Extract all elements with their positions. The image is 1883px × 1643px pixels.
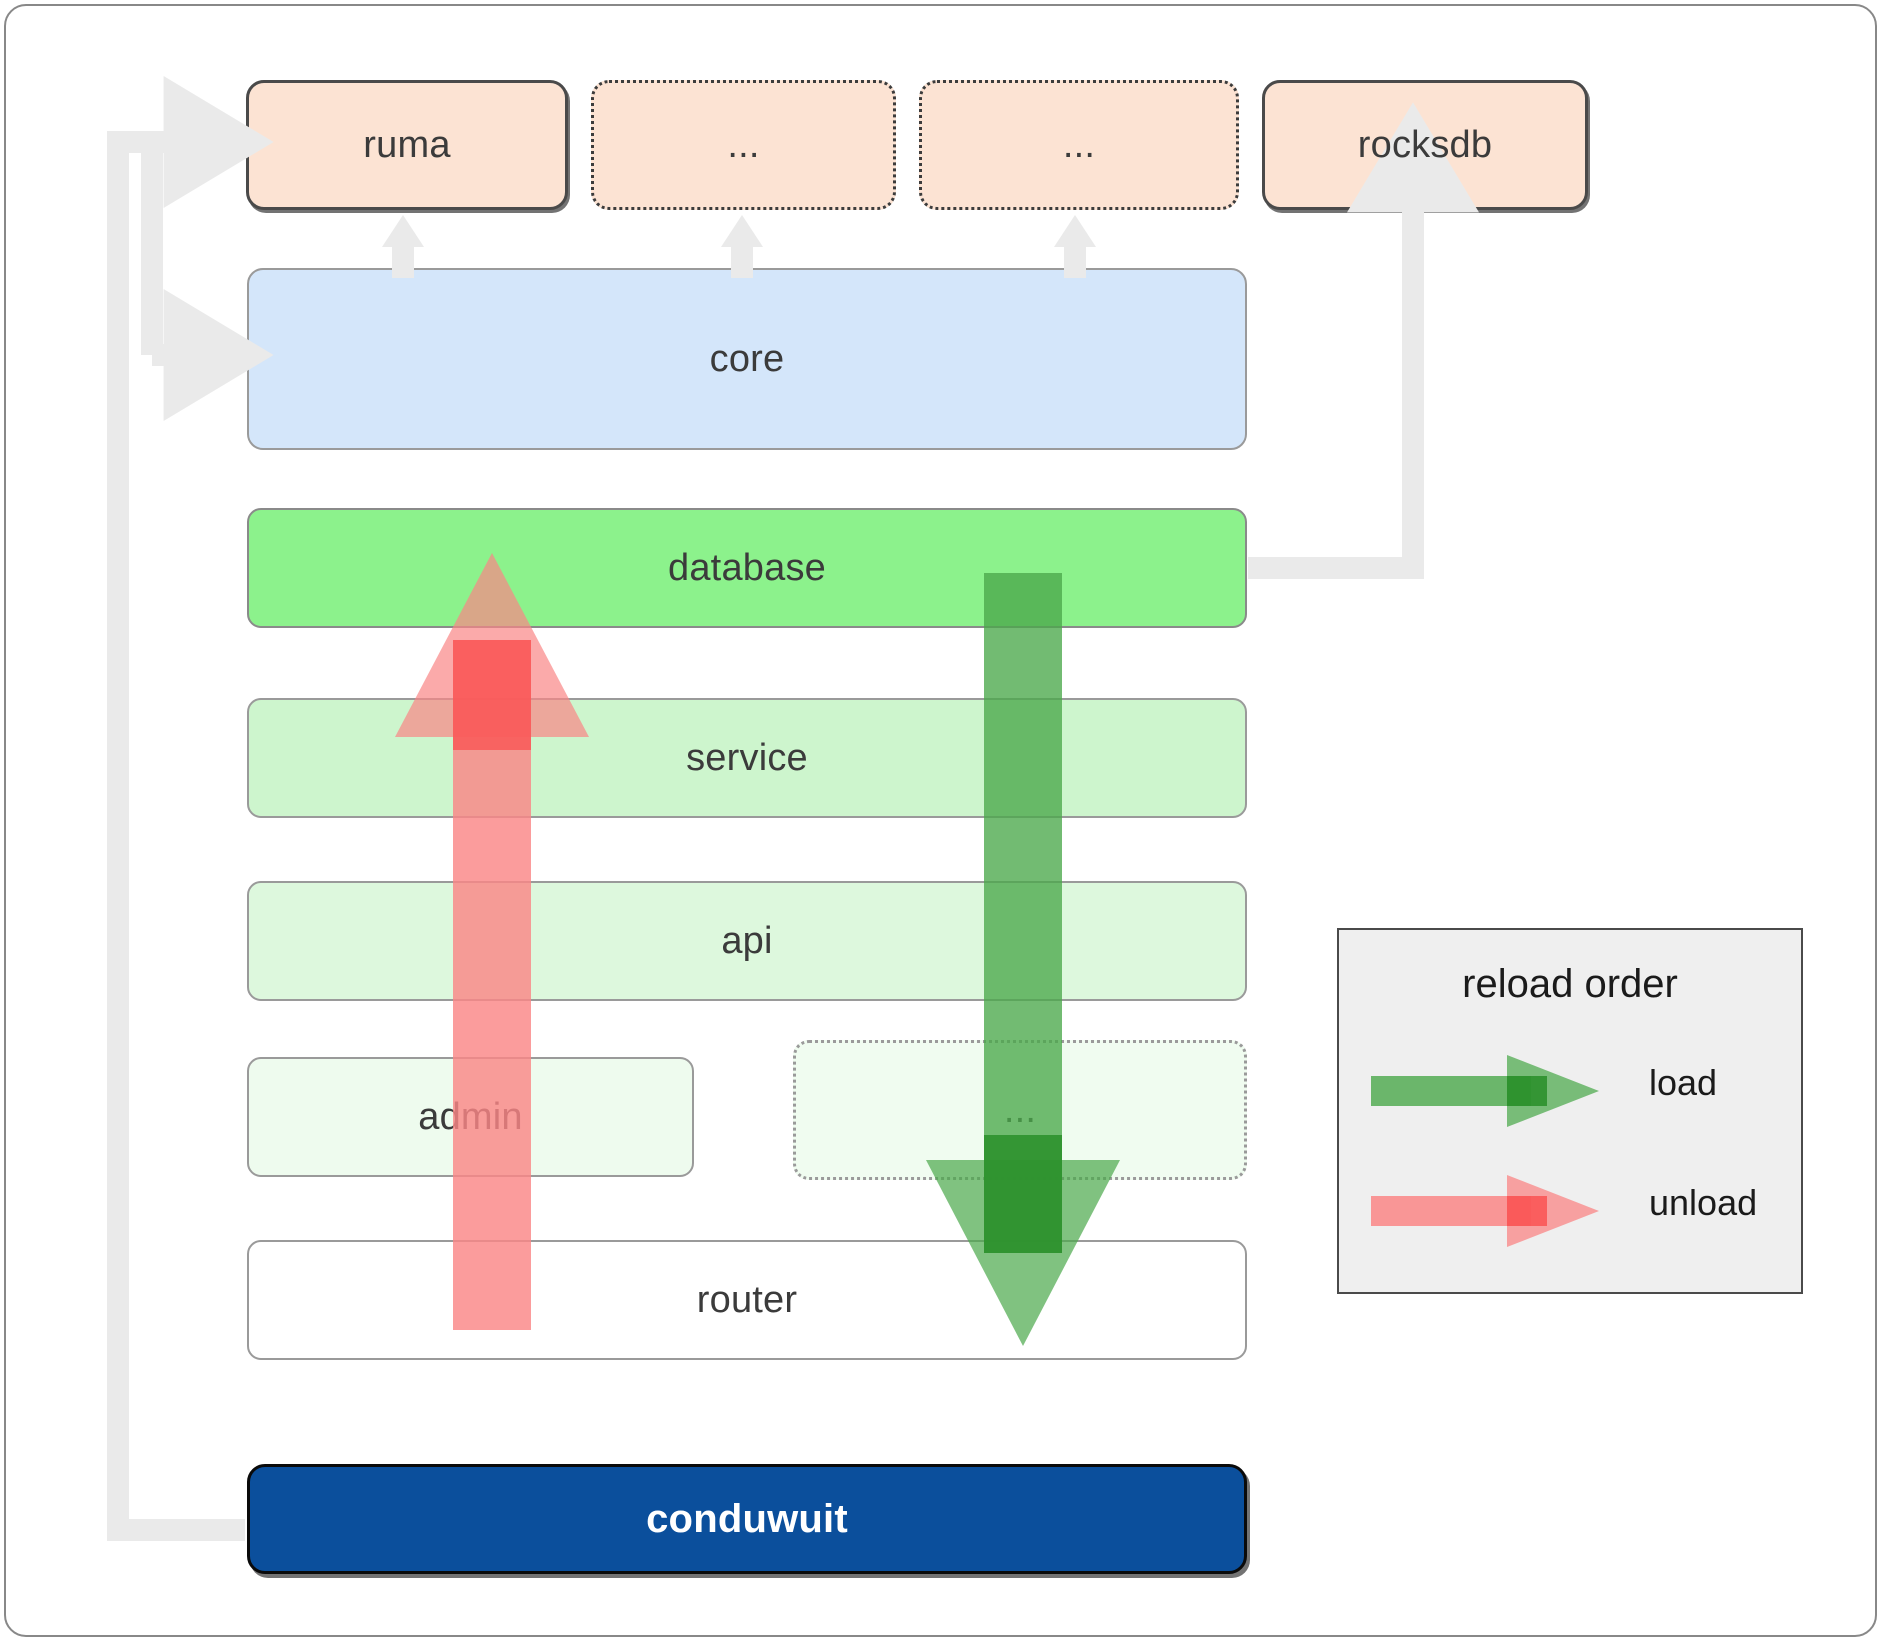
layer-box-database[interactable]: database bbox=[247, 508, 1247, 628]
layer-label-core: core bbox=[709, 337, 785, 380]
legend-unload-arrow-icon bbox=[1371, 1175, 1599, 1247]
binary-label-conduwuit: conduwuit bbox=[646, 1496, 848, 1541]
layer-label-api: api bbox=[721, 919, 773, 962]
layer-box-admin[interactable]: admin bbox=[247, 1057, 694, 1177]
layer-label-more: ... bbox=[1003, 1088, 1037, 1131]
layer-label-router: router bbox=[696, 1278, 798, 1321]
layer-label-service: service bbox=[686, 736, 808, 779]
legend-row-load: load bbox=[1339, 1042, 1801, 1138]
layer-box-core[interactable]: core bbox=[247, 268, 1247, 450]
legend-title: reload order bbox=[1462, 962, 1678, 1006]
layer-box-service[interactable]: service bbox=[247, 698, 1247, 818]
dependency-box-dots-1[interactable]: ... bbox=[591, 80, 896, 210]
dependency-label-dots-2: ... bbox=[1062, 123, 1096, 166]
layer-box-more[interactable]: ... bbox=[793, 1040, 1247, 1180]
binary-box-conduwuit[interactable]: conduwuit bbox=[247, 1464, 1247, 1574]
diagram-frame bbox=[4, 4, 1877, 1637]
layer-label-admin: admin bbox=[418, 1095, 523, 1138]
dependency-box-rocksdb[interactable]: rocksdb bbox=[1262, 80, 1588, 210]
dependency-label-dots-1: ... bbox=[727, 123, 760, 166]
dependency-box-ruma[interactable]: ruma bbox=[246, 80, 568, 210]
legend-label-unload: unload bbox=[1649, 1182, 1758, 1223]
dependency-box-dots-2[interactable]: ... bbox=[919, 80, 1239, 210]
dependency-label-ruma: ruma bbox=[363, 123, 451, 166]
layer-label-database: database bbox=[668, 546, 826, 589]
legend-row-unload: unload bbox=[1339, 1162, 1801, 1258]
legend-label-load: load bbox=[1649, 1062, 1718, 1103]
layer-box-api[interactable]: api bbox=[247, 881, 1247, 1001]
legend-panel: reload order load unload bbox=[1337, 928, 1803, 1294]
layer-box-router[interactable]: router bbox=[247, 1240, 1247, 1360]
legend-load-arrow-icon bbox=[1371, 1055, 1599, 1127]
dependency-label-rocksdb: rocksdb bbox=[1357, 123, 1493, 166]
